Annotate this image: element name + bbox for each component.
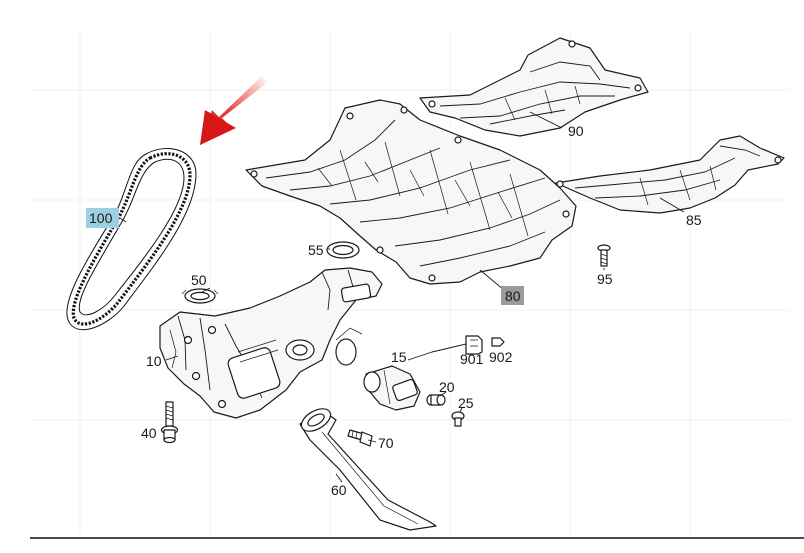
part-90-shield[interactable] [419,37,649,137]
label-20[interactable]: 20 [439,379,455,395]
part-100-chain[interactable] [66,148,197,331]
label-15[interactable]: 15 [391,349,407,365]
part-80-oil-pan[interactable] [245,99,577,285]
label-95[interactable]: 95 [597,271,613,287]
label-70[interactable]: 70 [378,435,394,451]
part-901-connector[interactable] [465,335,483,355]
label-25[interactable]: 25 [458,395,474,411]
part-25-screw[interactable] [451,411,465,427]
part-50-seal[interactable] [181,288,219,304]
label-10[interactable]: 10 [146,353,162,369]
part-95-screw[interactable] [597,244,611,267]
part-85-shield[interactable] [555,135,785,214]
label-902[interactable]: 902 [489,349,513,365]
label-100[interactable]: 100 [89,210,113,226]
label-60[interactable]: 60 [331,482,347,498]
part-20-sleeve[interactable] [426,394,446,406]
leader-lines [119,111,685,483]
label-50[interactable]: 50 [191,272,207,288]
label-85[interactable]: 85 [686,212,702,228]
red-pointer-arrow-icon [200,76,268,145]
label-80[interactable]: 80 [505,288,521,304]
part-902-connector[interactable] [491,337,505,347]
label-90[interactable]: 90 [568,123,584,139]
part-labels: 100 90 85 80 95 55 50 10 15 901 902 20 2… [89,123,702,498]
part-55-gasket[interactable] [326,241,360,259]
background-grid [30,30,790,535]
label-40[interactable]: 40 [141,425,157,441]
part-15-solenoid[interactable] [363,365,421,411]
part-10-oil-pump[interactable] [159,267,383,419]
highlight-80 [501,286,524,305]
part-40-bolt[interactable] [160,401,179,444]
part-60-guide-tube[interactable] [298,404,437,531]
part-70-bolt[interactable] [347,429,373,447]
label-901[interactable]: 901 [460,351,484,367]
label-55[interactable]: 55 [308,242,324,258]
highlight-100 [86,208,119,228]
